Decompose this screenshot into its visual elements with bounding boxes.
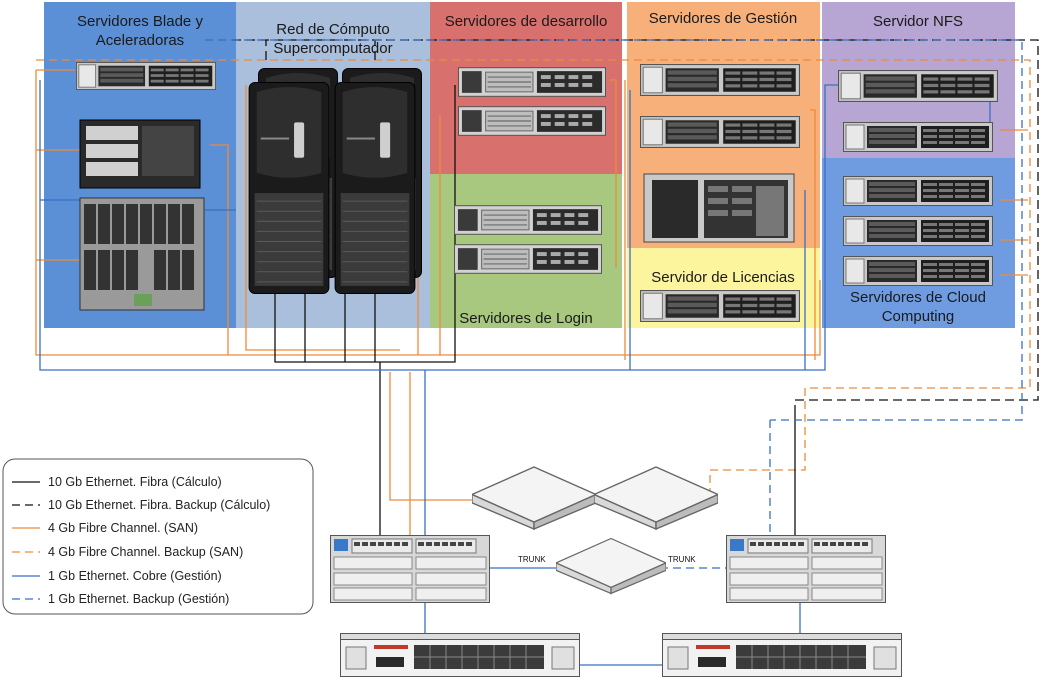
san-switch-center <box>594 466 718 530</box>
zone-login-title: Servidores de Login <box>459 310 592 327</box>
legend-box <box>2 458 314 615</box>
supercomputer-tower-left <box>248 82 330 294</box>
zone-blade-title: Servidores Blade y <box>77 13 203 30</box>
zone-cloud-title-2: Computing <box>882 308 955 325</box>
zone-supercomputer-title: Red de Cómputo <box>276 21 389 38</box>
legend-label-6: 1 Gb Ethernet. Backup (Gestión) <box>48 592 229 606</box>
zone-licenses-title: Servidor de Licencias <box>651 269 794 286</box>
cloud-server-2 <box>842 216 994 246</box>
core-switch-left <box>330 535 490 603</box>
trunk-label-right: TRUNK <box>668 555 696 564</box>
zone-nfs-title: Servidor NFS <box>873 13 963 30</box>
blade-enclosure-large <box>79 197 205 311</box>
legend: 10 Gb Ethernet. Fibra (Cálculo) 10 Gb Et… <box>2 458 314 615</box>
dev-server-2 <box>458 106 606 136</box>
legend-label-3: 4 Gb Fibre Channel. (SAN) <box>48 521 198 535</box>
firewall-right <box>662 632 902 678</box>
nfs-server-2 <box>842 122 994 152</box>
supercomputer-tower-right <box>334 82 416 294</box>
zone-blade-title-2: Aceleradoras <box>96 32 184 49</box>
trunk-switch <box>556 537 666 595</box>
zone-development-title: Servidores de desarrollo <box>445 13 608 30</box>
cloud-server-1 <box>842 176 994 206</box>
legend-label-2: 10 Gb Ethernet. Fibra. Backup (Cálculo) <box>48 498 270 512</box>
legend-label-5: 1 Gb Ethernet. Cobre (Gestión) <box>48 569 222 583</box>
blade-rack-top <box>76 61 216 91</box>
cloud-server-3 <box>842 256 994 286</box>
license-server <box>639 290 801 322</box>
trunk-label-left: TRUNK <box>518 555 546 564</box>
blade-enclosure-small <box>79 119 201 189</box>
login-server-2 <box>454 244 602 274</box>
legend-label-4: 4 Gb Fibre Channel. Backup (SAN) <box>48 545 243 559</box>
mgmt-server-tower <box>643 173 795 243</box>
core-switch-right <box>726 535 886 603</box>
nfs-server-1 <box>837 70 999 102</box>
firewall-left <box>340 632 580 678</box>
legend-label-1: 10 Gb Ethernet. Fibra (Cálculo) <box>48 475 222 489</box>
mgmt-server-1 <box>639 64 801 96</box>
mgmt-server-2 <box>639 116 801 148</box>
zone-cloud-title: Servidores de Cloud <box>850 289 986 306</box>
login-server-1 <box>454 205 602 235</box>
zone-management-title: Servidores de Gestión <box>649 10 797 27</box>
zone-supercomputer-title-2: Supercomputador <box>273 40 392 57</box>
san-switch-left <box>472 466 596 530</box>
dev-server-1 <box>458 67 606 97</box>
